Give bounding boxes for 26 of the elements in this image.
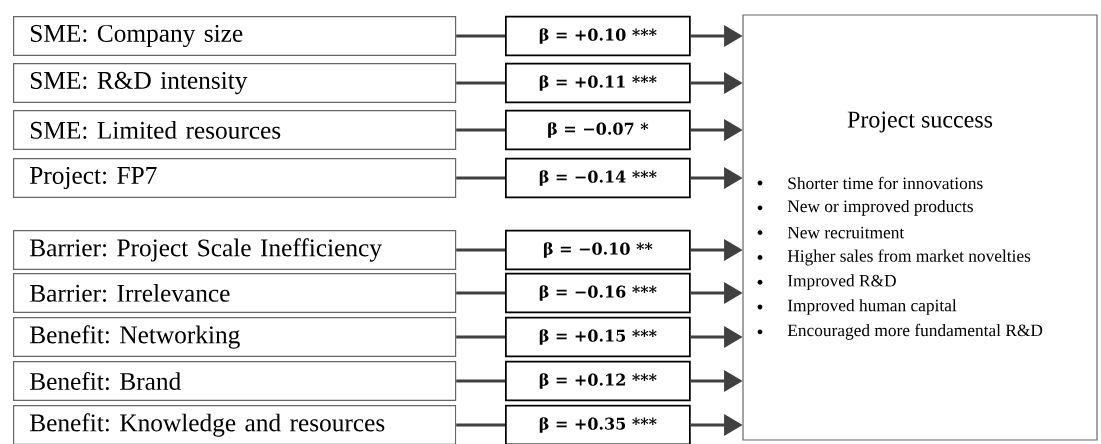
coefficient-box: β = −0.14 *** bbox=[505, 157, 691, 199]
coefficient-box: β = +0.10 *** bbox=[505, 15, 691, 57]
bullet-item: Shorter time for innovations bbox=[788, 176, 983, 190]
coefficient-box: β = +0.11 *** bbox=[505, 62, 691, 104]
coefficient-box: β = +0.15 *** bbox=[505, 316, 691, 358]
factor-box: SME: R&D intensity bbox=[13, 63, 457, 103]
bullet-item: Improved R&D bbox=[787, 274, 896, 291]
bullet-item: Improved human capital bbox=[787, 299, 957, 315]
coefficient-box: β = −0.16 *** bbox=[505, 272, 691, 314]
factor-box: Benefit: Brand bbox=[13, 361, 457, 401]
coefficient-box: β = −0.10 ** bbox=[505, 229, 691, 271]
bullet-item: Higher sales from market novelties bbox=[787, 249, 1031, 266]
factor-box: Project: FP7 bbox=[13, 158, 457, 198]
factor-box: Benefit: Networking bbox=[13, 317, 457, 357]
factor-box: SME: Company size bbox=[13, 16, 457, 56]
bullet-item: New or improved products bbox=[787, 199, 973, 216]
factor-box: Benefit: Knowledge and resources bbox=[13, 405, 457, 444]
box-title: Project success bbox=[847, 111, 993, 133]
factor-box: Barrier: Irrelevance bbox=[13, 273, 457, 313]
bullet-item: Encouraged more fundamental R&D bbox=[787, 323, 1043, 340]
factor-box: Barrier: Project Scale Inefficiency bbox=[13, 230, 457, 270]
coefficient-box: β = −0.07 * bbox=[505, 109, 691, 151]
coefficient-box: β = +0.35 *** bbox=[505, 404, 691, 444]
bullet-item: New recruitment bbox=[787, 226, 905, 239]
coefficient-box: β = +0.12 *** bbox=[505, 360, 691, 402]
factor-box: SME: Limited resources bbox=[13, 110, 457, 150]
